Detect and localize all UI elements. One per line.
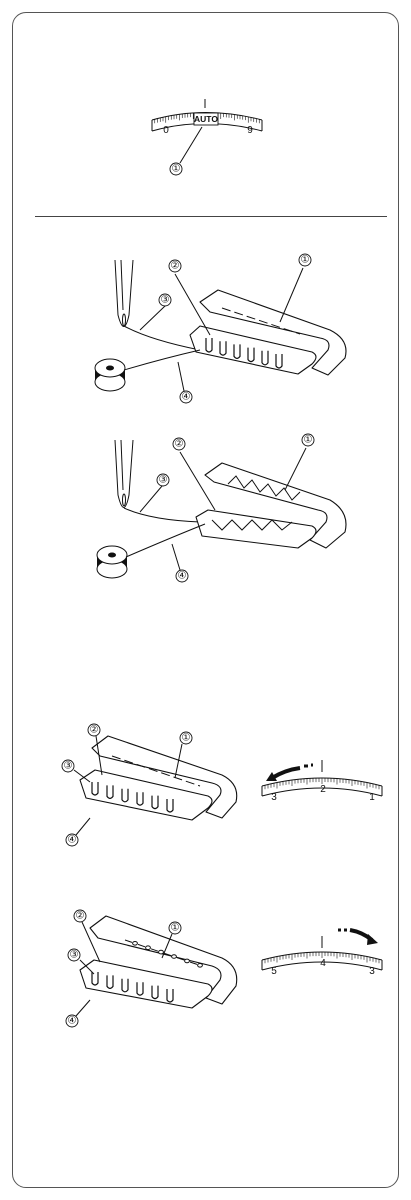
tension-dial-loose: 5 4 3 xyxy=(262,930,382,977)
bobbin-icon xyxy=(95,359,125,391)
bobbin-icon xyxy=(97,546,127,578)
bobbin-thread xyxy=(126,524,205,557)
needle-icon xyxy=(115,440,133,508)
dial-label-left: 3 xyxy=(271,792,277,803)
zigzag-stitch-figure: ② ① ③ ④ xyxy=(0,420,411,620)
needle-icon xyxy=(115,260,133,327)
callout-3: ③ xyxy=(159,475,168,486)
auto-label: AUTO xyxy=(194,114,218,124)
tension-too-loose-figure: ② ① ③ ④ 5 4 3 xyxy=(0,900,411,1070)
dial-label-right: 1 xyxy=(369,792,375,803)
dial-min-label: 0 xyxy=(163,125,169,136)
dial-label-center: 4 xyxy=(320,958,326,969)
dial-label-left: 5 xyxy=(271,966,277,977)
tension-too-tight-figure: ② ① ③ ④ 3 2 1 xyxy=(0,720,411,870)
arrow-left-icon xyxy=(272,768,300,778)
tension-dial-tight: 3 2 1 xyxy=(262,760,382,803)
callout-3: ③ xyxy=(70,950,79,961)
callout-2: ② xyxy=(171,261,180,272)
dial-label-center: 2 xyxy=(320,784,326,795)
callout-4: ④ xyxy=(68,1016,77,1027)
section-divider xyxy=(35,216,387,217)
lower-fabric xyxy=(80,960,212,1008)
upper-thread xyxy=(124,326,200,350)
dial-max-label: 9 xyxy=(247,125,253,136)
callout-2: ② xyxy=(76,911,85,922)
dial-label-right: 3 xyxy=(369,966,375,977)
lower-fabric xyxy=(196,510,316,548)
callout-1: ① xyxy=(301,255,310,266)
callout-label: ① xyxy=(172,164,181,175)
straight-stitch-figure: ② ① ③ ④ xyxy=(0,240,411,440)
tension-dial-auto: AUTO 0 9 ① xyxy=(0,0,411,200)
callout-4: ④ xyxy=(178,571,187,582)
callout-4: ④ xyxy=(68,835,77,846)
upper-thread xyxy=(124,508,200,522)
callout-leader xyxy=(180,127,202,163)
callout-1: ① xyxy=(171,923,180,934)
callout-3: ③ xyxy=(64,761,73,772)
callout-2: ② xyxy=(90,725,99,736)
callout-3: ③ xyxy=(161,295,170,306)
callout-1: ① xyxy=(182,733,191,744)
callout-2: ② xyxy=(175,439,184,450)
callout-4: ④ xyxy=(182,392,191,403)
bobbin-thread xyxy=(124,350,200,370)
callout-1: ① xyxy=(304,435,313,446)
